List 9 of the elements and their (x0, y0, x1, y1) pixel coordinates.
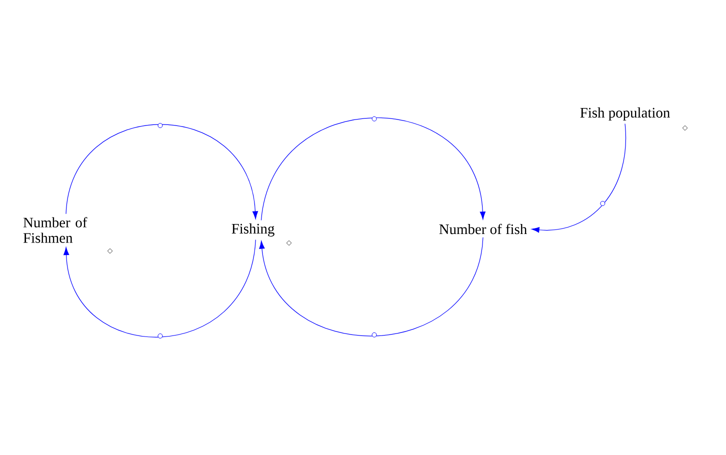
arrow (260, 116, 486, 221)
arrow (259, 237, 484, 338)
variable-label: Fish population (580, 107, 670, 121)
arrow (66, 123, 258, 220)
arrow (531, 123, 626, 233)
variable-label: Number of Fishmen (23, 217, 88, 243)
variable-label: Fishing (232, 223, 274, 237)
arrow (64, 239, 256, 338)
variable-label: Number of fish (439, 224, 527, 234)
